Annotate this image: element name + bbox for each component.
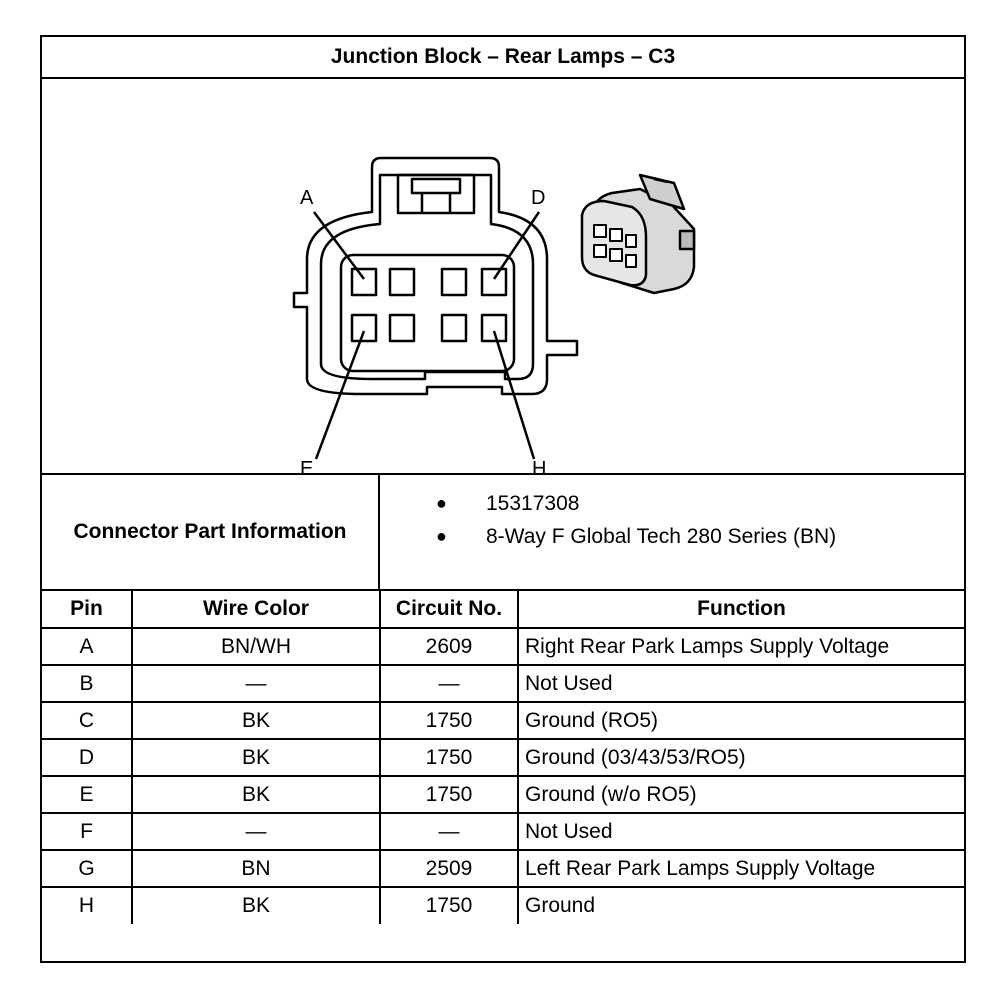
cell-pin: B xyxy=(42,664,133,703)
cavity-d xyxy=(480,267,508,297)
cell-function: Ground (w/o RO5) xyxy=(517,775,964,814)
cell-pin: E xyxy=(42,775,133,814)
cell-circuit-no: 1750 xyxy=(379,886,519,924)
leader-e xyxy=(314,330,366,460)
cell-circuit-no: 1750 xyxy=(379,775,519,814)
cell-function: Not Used xyxy=(517,812,964,851)
cell-circuit-no: 2509 xyxy=(379,849,519,888)
info-item-part-number: ● 15317308 xyxy=(432,487,836,520)
cavity-b xyxy=(388,267,416,297)
cell-function: Right Rear Park Lamps Supply Voltage xyxy=(517,627,964,666)
info-item-description: ● 8-Way F Global Tech 280 Series (BN) xyxy=(432,520,836,553)
cell-pin: D xyxy=(42,738,133,777)
cell-function: Not Used xyxy=(517,664,964,703)
cell-pin: F xyxy=(42,812,133,851)
cavity-h xyxy=(480,313,508,343)
cavity-g xyxy=(440,313,468,343)
table-row: B — — Not Used xyxy=(42,664,964,703)
cell-circuit-no: 2609 xyxy=(379,627,519,666)
pin-table: Pin Wire Color Circuit No. Function A BN… xyxy=(42,591,964,924)
table-row: D BK 1750 Ground (03/43/53/RO5) xyxy=(42,738,964,777)
cell-wire-color: BN xyxy=(131,849,381,888)
header-pin: Pin xyxy=(42,591,133,629)
leader-a xyxy=(312,211,366,280)
connector-info-list: ● 15317308 ● 8-Way F Global Tech 280 Serie… xyxy=(432,487,836,553)
latch xyxy=(396,173,476,215)
connector-face-drawing: A D E H xyxy=(292,156,696,475)
pin-cavities xyxy=(350,267,508,343)
cell-wire-color: — xyxy=(131,664,381,703)
pin-label-d: D xyxy=(531,187,545,209)
table-row: A BN/WH 2609 Right Rear Park Lamps Suppl… xyxy=(42,627,964,666)
pin-label-a: A xyxy=(300,187,314,209)
connector-diagram: A D E H xyxy=(42,79,964,475)
table-row: E BK 1750 Ground (w/o RO5) xyxy=(42,775,964,814)
document-title: Junction Block – Rear Lamps – C3 xyxy=(42,37,964,79)
cell-wire-color: — xyxy=(131,812,381,851)
table-row: F — — Not Used xyxy=(42,812,964,851)
header-function: Function xyxy=(517,591,964,629)
table-row: H BK 1750 Ground xyxy=(42,886,964,924)
cavity-c xyxy=(440,267,468,297)
leader-h xyxy=(492,330,536,460)
cavity-a xyxy=(350,267,378,297)
cell-wire-color: BK xyxy=(131,775,381,814)
cavity-e xyxy=(350,313,378,343)
header-wire-color: Wire Color xyxy=(131,591,381,629)
info-item-text: 8-Way F Global Tech 280 Series (BN) xyxy=(486,525,837,548)
cell-wire-color: BK xyxy=(131,738,381,777)
cell-function: Ground xyxy=(517,886,964,924)
housing-outer xyxy=(292,156,579,396)
cell-pin: C xyxy=(42,701,133,740)
cell-function: Ground (RO5) xyxy=(517,701,964,740)
connector-part-info: Connector Part Information ● 15317308 ● 8-… xyxy=(42,475,964,591)
cell-circuit-no: — xyxy=(379,812,519,851)
cell-wire-color: BK xyxy=(131,701,381,740)
cell-circuit-no: — xyxy=(379,664,519,703)
table-row: C BK 1750 Ground (RO5) xyxy=(42,701,964,740)
cell-function: Ground (03/43/53/RO5) xyxy=(517,738,964,777)
connector-3d-thumbnail xyxy=(580,173,696,295)
connector-document: Junction Block – Rear Lamps – C3 xyxy=(40,35,966,963)
table-row: G BN 2509 Left Rear Park Lamps Supply Vo… xyxy=(42,849,964,888)
bullet-icon: ● xyxy=(436,493,447,513)
cell-function: Left Rear Park Lamps Supply Voltage xyxy=(517,849,964,888)
housing-inner xyxy=(319,173,535,381)
title-text: Junction Block – Rear Lamps – C3 xyxy=(330,45,676,68)
bullet-icon: ● xyxy=(436,526,447,546)
latch-tab xyxy=(410,177,462,195)
header-circuit-no: Circuit No. xyxy=(379,591,519,629)
cell-pin: A xyxy=(42,627,133,666)
cell-circuit-no: 1750 xyxy=(379,701,519,740)
cell-wire-color: BK xyxy=(131,886,381,924)
cell-pin: G xyxy=(42,849,133,888)
table-header-row: Pin Wire Color Circuit No. Function xyxy=(42,591,964,629)
pin-label-h: H xyxy=(532,458,546,475)
info-item-text: 15317308 xyxy=(486,492,580,515)
cell-pin: H xyxy=(42,886,133,924)
connector-info-label: Connector Part Information xyxy=(42,475,380,589)
cell-circuit-no: 1750 xyxy=(379,738,519,777)
pin-label-e: E xyxy=(300,458,313,475)
cavity-area xyxy=(339,253,516,373)
cell-wire-color: BN/WH xyxy=(131,627,381,666)
cavity-f xyxy=(388,313,416,343)
leader-d xyxy=(492,211,541,280)
